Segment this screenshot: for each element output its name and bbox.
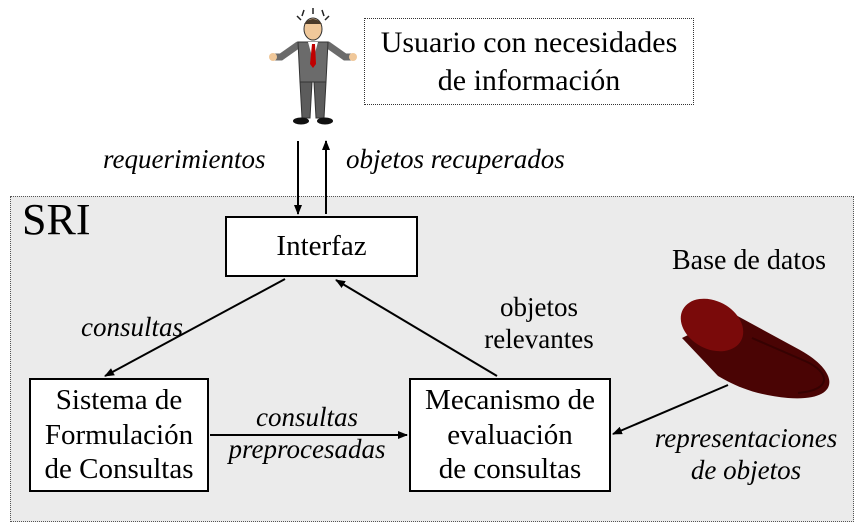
user-label-line1: Usuario con necesidades <box>380 26 678 59</box>
formulation-line2: Formulación <box>44 418 194 451</box>
user-label-line2: de información <box>437 63 621 97</box>
queries-label: consultas <box>81 312 184 342</box>
interface-label: Interfaz <box>276 230 367 263</box>
requirements-label: requerimientos <box>103 144 266 174</box>
database-icon <box>680 298 830 399</box>
relevant-objects-label: objetos relevantes <box>474 291 604 356</box>
object-representations-label: representaciones de objetos <box>640 422 852 487</box>
user-needs-box: Usuario con necesidades de información <box>364 18 694 105</box>
relevant-objects-arrow <box>335 279 498 377</box>
query-formulation-box: Sistema de Formulación de Consultas <box>29 378 209 492</box>
formulation-line3: de Consultas <box>44 453 194 486</box>
user-figure-icon <box>269 8 357 125</box>
preprocessed-queries-line2: preprocesadas <box>228 434 386 465</box>
interface-box: Interfaz <box>225 216 418 277</box>
retrieved-objects-label: objetos recuperados <box>346 144 565 174</box>
relevant-objects-line2: relevantes <box>484 324 594 355</box>
object-representations-arrow <box>612 384 729 435</box>
evaluation-line1: Mecanismo de <box>425 383 595 416</box>
formulation-line1: Sistema de <box>55 383 183 416</box>
object-representations-line2: de objetos <box>690 455 802 486</box>
queries-arrow <box>104 278 286 377</box>
preprocessed-queries-line1: consultas <box>255 402 358 432</box>
preprocessed-queries-label: consultas preprocesadas <box>214 401 400 466</box>
relevant-objects-line1: objetos <box>500 292 578 322</box>
query-evaluation-box: Mecanismo de evaluación de consultas <box>409 378 611 492</box>
object-representations-line1: representaciones <box>654 423 838 453</box>
database-label: Base de datos <box>672 245 826 276</box>
evaluation-line2: evaluación <box>447 418 573 451</box>
sri-title: SRI <box>22 195 91 244</box>
evaluation-line3: de consultas <box>438 453 582 486</box>
